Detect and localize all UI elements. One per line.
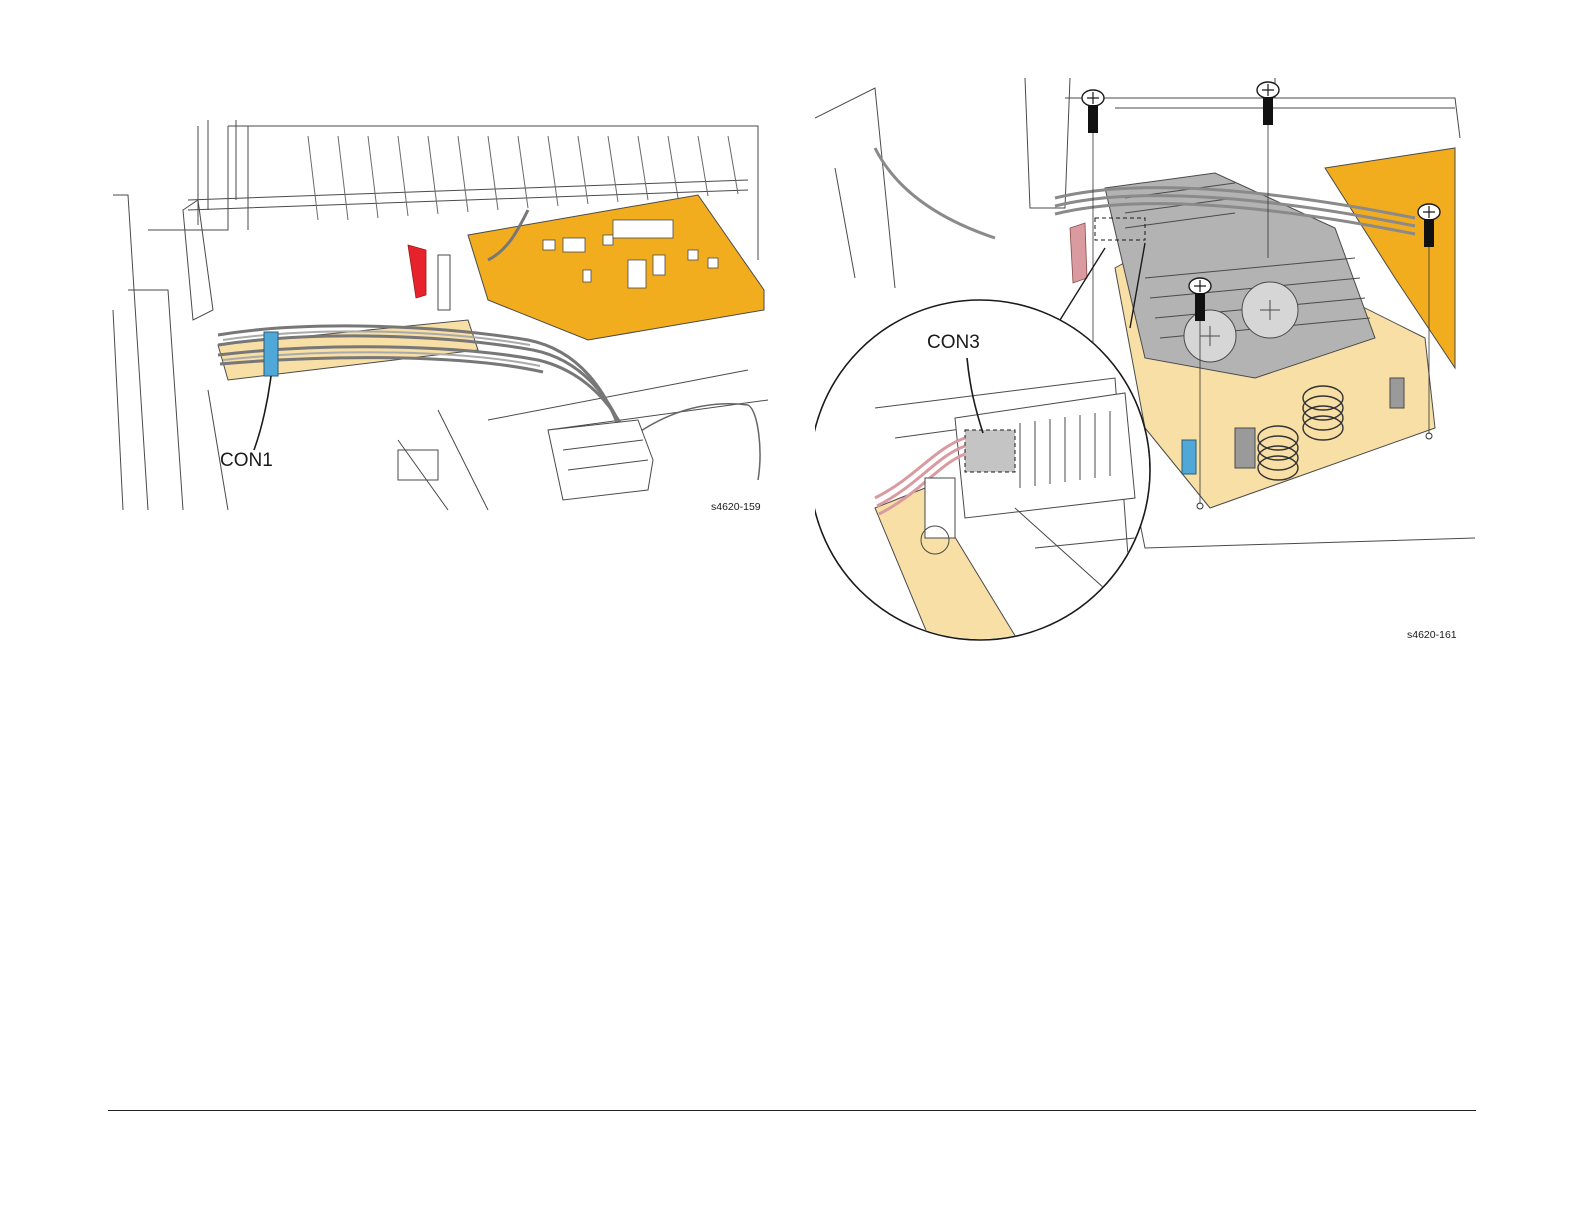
figure-id-1: s4620-159 [711,501,761,513]
footer-rule [108,1110,1476,1111]
figure-id-2: s4620-161 [1407,629,1457,641]
illustration-con1: CON1 s4620-159 [108,110,772,526]
figure-con3: CON3 s4620-161 [815,78,1475,652]
illustration-con3: CON3 s4620-161 [815,78,1475,652]
magnifier-callout-circle [815,278,1155,652]
figure-con1: CON1 s4620-159 [108,110,772,526]
callout-con3: CON3 [927,332,980,353]
callout-con1: CON1 [220,450,273,471]
con1-connector [264,332,278,376]
